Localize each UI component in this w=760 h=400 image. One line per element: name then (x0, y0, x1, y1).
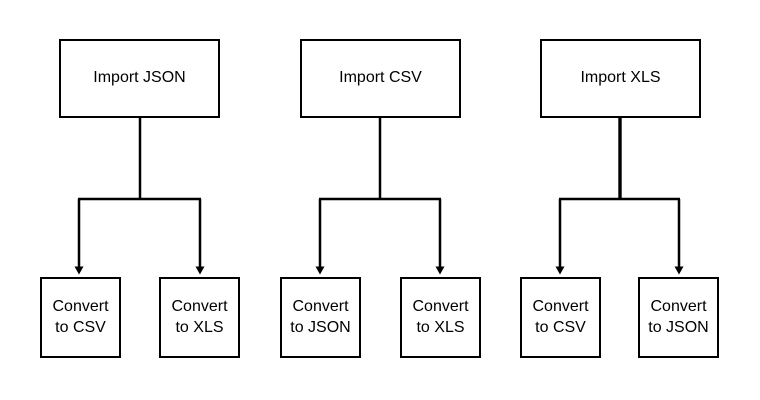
node-label: Convert to JSON (648, 298, 709, 336)
node-import-xls[interactable]: Import XLS (540, 39, 701, 118)
node-convert-to-json-2[interactable]: Convert to JSON (638, 277, 719, 358)
node-label: Convert to XLS (171, 298, 228, 336)
node-convert-to-xls-1[interactable]: Convert to XLS (159, 277, 240, 358)
node-label: Import CSV (339, 69, 422, 87)
node-import-csv[interactable]: Import CSV (300, 39, 461, 118)
connector-group-xls (555, 118, 684, 275)
connector-group-csv (315, 118, 445, 275)
node-label: Import XLS (580, 69, 661, 87)
node-label: Convert to JSON (290, 298, 351, 336)
node-convert-to-xls-2[interactable]: Convert to XLS (400, 277, 481, 358)
node-label: Convert to XLS (412, 298, 469, 336)
node-label: Import JSON (93, 69, 186, 87)
node-convert-to-json-1[interactable]: Convert to JSON (280, 277, 361, 358)
node-label: Convert to CSV (532, 298, 589, 336)
node-label: Convert to CSV (52, 298, 109, 336)
node-convert-to-csv-1[interactable]: Convert to CSV (40, 277, 121, 358)
node-convert-to-csv-2[interactable]: Convert to CSV (520, 277, 601, 358)
node-import-json[interactable]: Import JSON (59, 39, 220, 118)
connector-group-json (74, 118, 205, 275)
